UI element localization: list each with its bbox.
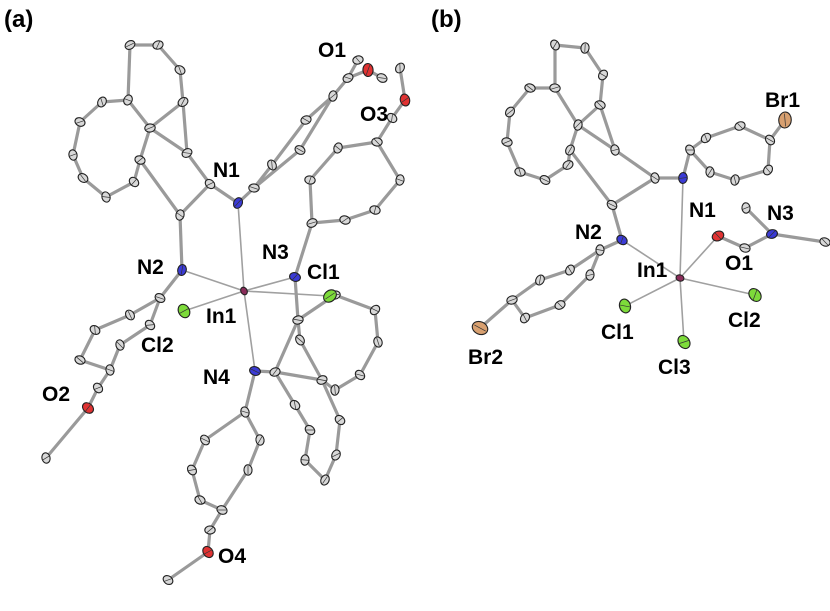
bond xyxy=(612,178,655,205)
indium-atom-in1 xyxy=(239,286,248,296)
bond xyxy=(275,372,295,405)
atom-label-a-n1: N1 xyxy=(213,160,240,181)
atom-label-b-n1: N1 xyxy=(689,200,716,221)
bond xyxy=(375,180,400,210)
atom-label-b-o1: O1 xyxy=(725,253,753,274)
atom-label-b-cl3: Cl3 xyxy=(658,357,691,378)
bond xyxy=(360,342,378,375)
metal-ligand-bond xyxy=(244,291,330,296)
bond xyxy=(140,128,150,160)
c-atom xyxy=(819,236,830,247)
atom-label-a-cl2: Cl2 xyxy=(141,335,174,356)
bond xyxy=(275,320,298,372)
atom-label-b-n2: N2 xyxy=(575,222,602,243)
bond xyxy=(310,180,312,223)
bond xyxy=(46,408,88,458)
bond xyxy=(295,277,298,320)
bonds-layer xyxy=(46,45,825,580)
bond xyxy=(335,295,375,310)
atom-label-a-o1: O1 xyxy=(318,40,346,61)
atom-label-a-o4: O4 xyxy=(218,546,246,567)
bond xyxy=(106,182,134,197)
atom-label-b-n3: N3 xyxy=(767,203,794,224)
bond xyxy=(187,153,210,184)
bond xyxy=(377,142,400,180)
atom-label-b-br2: Br2 xyxy=(468,347,503,368)
metal-ligand-bond xyxy=(244,291,255,371)
bond xyxy=(180,184,210,215)
metal-ligand-bond xyxy=(625,278,680,306)
metal-ligand-bond xyxy=(680,236,718,278)
atom-label-a-o2: O2 xyxy=(42,384,70,405)
panel-label-b: (b) xyxy=(431,8,462,32)
atom-label-a-n2: N2 xyxy=(137,257,164,278)
atom-label-a-n3: N3 xyxy=(262,242,289,263)
bond xyxy=(254,150,300,188)
bond xyxy=(300,340,322,380)
bond xyxy=(560,275,590,305)
atom-label-b-cl1: Cl1 xyxy=(601,322,634,343)
bond xyxy=(615,150,655,178)
bond xyxy=(275,372,322,380)
bond xyxy=(150,102,183,128)
bond xyxy=(80,330,95,360)
atom-label-a-cl1: Cl1 xyxy=(307,262,340,283)
metal-ligand-bond xyxy=(680,278,755,295)
atom-label-b-in1: In1 xyxy=(637,260,667,281)
bond xyxy=(128,45,130,100)
metal-bonds-layer xyxy=(182,178,755,371)
metal-ligand-bond xyxy=(182,270,244,291)
bond xyxy=(180,215,182,270)
bond xyxy=(222,470,248,510)
bond xyxy=(310,148,338,180)
bond xyxy=(555,88,578,125)
atom-label-b-cl2: Cl2 xyxy=(728,310,761,331)
atom-label-a-in1: In1 xyxy=(206,306,236,327)
bond xyxy=(338,142,377,148)
bond xyxy=(95,315,130,330)
bond xyxy=(192,440,205,470)
panel-label-a: (a) xyxy=(4,8,33,32)
bond xyxy=(772,234,825,242)
metal-ligand-bond xyxy=(680,178,683,278)
bond xyxy=(150,128,187,153)
bond xyxy=(140,160,180,215)
bond xyxy=(570,150,612,205)
metal-ligand-bond xyxy=(238,203,244,291)
bond xyxy=(612,205,622,240)
bond xyxy=(205,412,245,440)
atom-label-b-br1: Br1 xyxy=(765,90,800,111)
atom-label-a-o3: O3 xyxy=(360,104,388,125)
bond xyxy=(245,371,255,412)
bond xyxy=(168,552,208,580)
bond xyxy=(183,102,187,153)
bond xyxy=(128,100,150,128)
atom-label-a-n4: N4 xyxy=(203,367,230,388)
metal-ligand-bond xyxy=(244,277,295,291)
metal-ligand-bond xyxy=(680,278,684,342)
